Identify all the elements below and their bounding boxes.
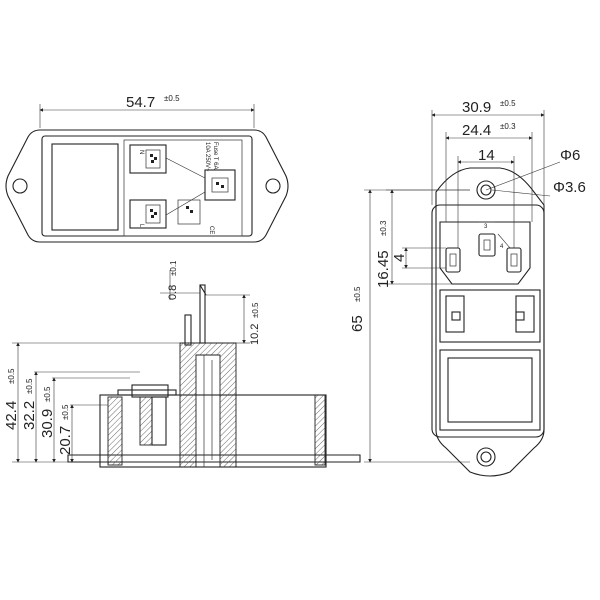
dim-pin-small-2: 4: [500, 244, 504, 250]
label-rating: 10A 250V~: [204, 142, 210, 172]
dim-pin-offset: 16.45: [375, 250, 392, 288]
label-fuse: Fuse T 6A: [212, 142, 218, 169]
side-view: 0.8 ±0.1 10.2 ±0.5 42.4 ±0.5 32.2 ±0.5 3…: [3, 260, 361, 468]
dim-h1: 42.4: [3, 401, 20, 430]
mount-hole-bottom: [476, 447, 496, 467]
top-view: N L 10A 250V~ Fuse T 6A CE 54.7 ±0.5: [5, 94, 289, 243]
dim-h3: 30.9: [39, 409, 56, 438]
dim-total-height: 65: [349, 315, 366, 332]
dim-h2: 32.2: [21, 401, 38, 430]
label-n: N: [138, 150, 144, 154]
dim-pin-gap: 4: [391, 254, 408, 262]
dim-outer-width: 30.9: [462, 99, 491, 116]
dim-pin-small-1: 3: [484, 224, 488, 230]
dim-hole-outer: Φ6: [560, 147, 580, 164]
dim-pin-offset-tol: ±0.3: [379, 220, 388, 236]
dim-inner-width: 24.4: [462, 122, 491, 139]
mount-hole-right: [265, 178, 281, 194]
dim-h4-tol: ±0.5: [61, 404, 70, 420]
dim-sheet: 0.8: [167, 285, 179, 300]
dim-hole-inner: Φ3.6: [553, 179, 586, 196]
dim-h4: 20.7: [57, 426, 74, 455]
mount-hole-left: [12, 178, 28, 194]
dim-terminal-tol: ±0.5: [251, 302, 260, 318]
mount-hole-top: [476, 180, 496, 200]
dim-width-tol: ±0.5: [164, 94, 180, 103]
dim-inner-width-tol: ±0.3: [500, 122, 516, 131]
dim-sheet-tol: ±0.1: [169, 260, 178, 276]
dim-h3-tol: ±0.5: [43, 386, 52, 402]
label-l: L: [138, 224, 144, 228]
dim-h2-tol: ±0.5: [25, 378, 34, 394]
dim-terminal: 10.2: [249, 324, 261, 345]
dim-outer-width-tol: ±0.5: [500, 99, 516, 108]
dim-width: 54.7: [126, 94, 155, 111]
dim-pin-spacing: 14: [478, 147, 495, 164]
dim-total-height-tol: ±0.5: [353, 286, 362, 302]
front-view: 30.9 ±0.5 24.4 ±0.3 14 Φ6 Φ3.6 65 ±0.5 1…: [349, 99, 586, 477]
dim-h1-tol: ±0.5: [7, 368, 16, 384]
svg-text:CE: CE: [208, 226, 214, 234]
